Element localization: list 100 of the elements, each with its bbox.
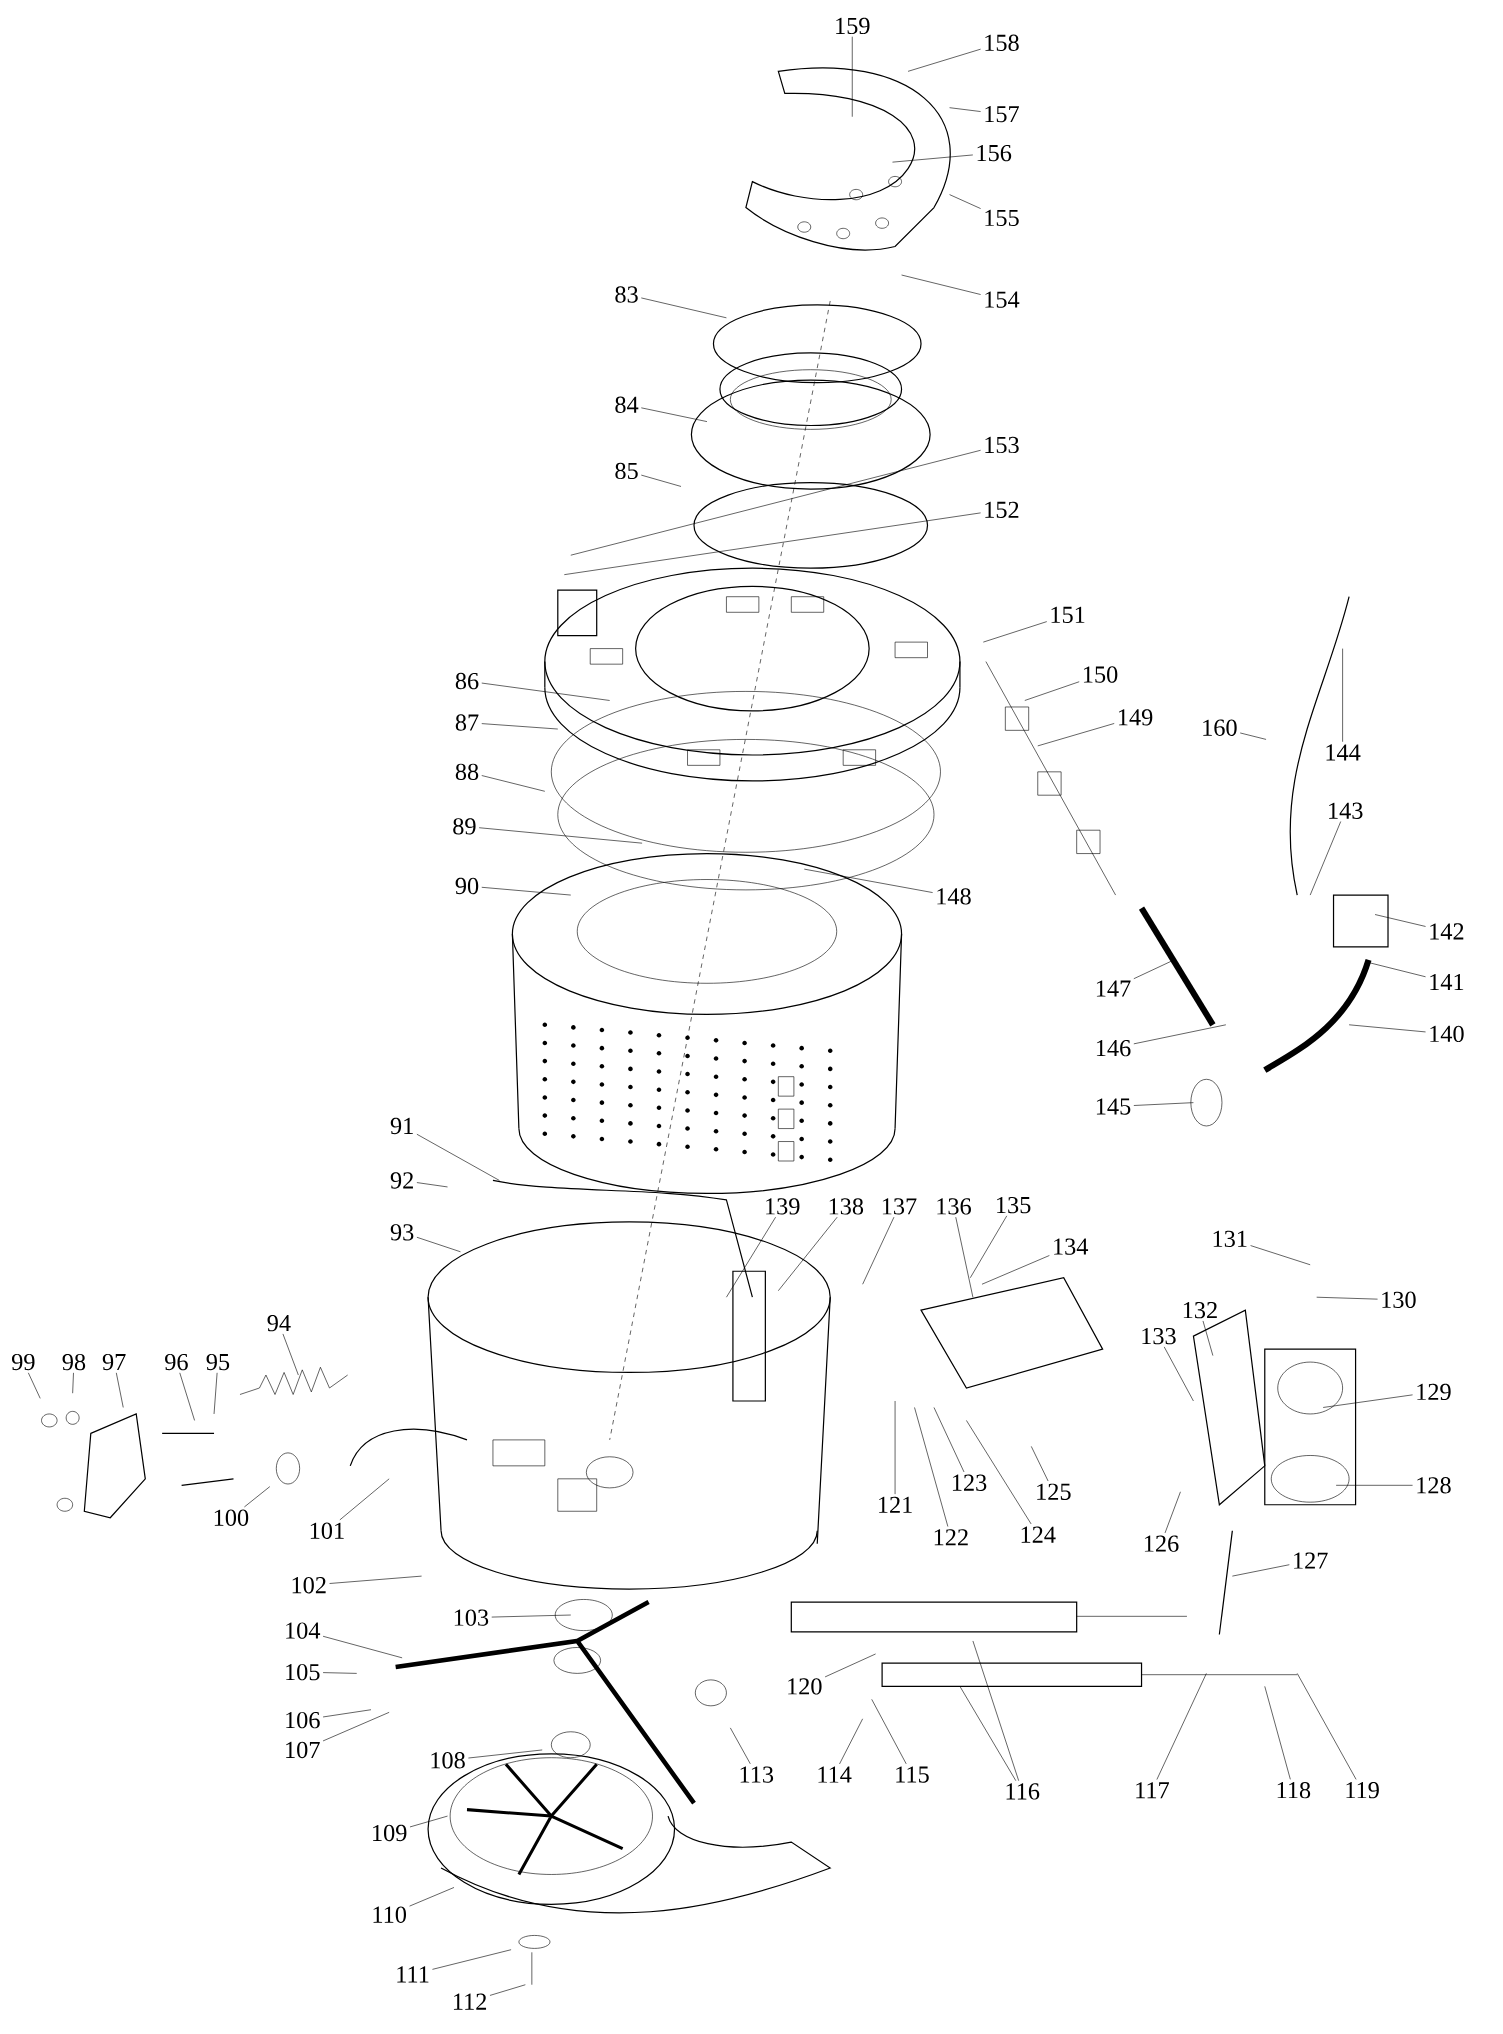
leader-line: [322, 1635, 403, 1659]
callout-number: 125: [1037, 1483, 1071, 1500]
callout-number: 137: [882, 1198, 917, 1215]
callout-number: 99: [11, 1353, 35, 1371]
leader-line: [1133, 1024, 1226, 1045]
leader-line: [243, 1486, 270, 1508]
leader-line: [409, 1815, 448, 1828]
callout-number: 151: [1051, 606, 1085, 623]
callout-number: 104: [285, 1622, 320, 1639]
callout-number: 134: [1053, 1238, 1088, 1255]
callout-number: 90: [455, 877, 478, 895]
callout-number: 109: [372, 1824, 407, 1842]
callout-number: 114: [818, 1766, 852, 1783]
leader-line: [1239, 732, 1267, 740]
leader-line: [1133, 1102, 1194, 1106]
callout-number: 128: [1417, 1477, 1451, 1494]
callout-number: 120: [787, 1678, 822, 1695]
leader-line: [489, 1984, 526, 1996]
leader-line: [339, 1478, 390, 1521]
leader-line: [729, 1727, 751, 1765]
leader-line: [1202, 1320, 1213, 1356]
leader-line: [329, 1575, 422, 1584]
leader-line: [891, 154, 973, 163]
leader-line: [972, 1640, 1019, 1781]
leader-line: [481, 775, 545, 792]
callout-number: 146: [1096, 1040, 1131, 1057]
callout-number: 97: [102, 1353, 126, 1371]
leader-line: [1264, 1686, 1291, 1780]
leader-line: [1231, 1564, 1290, 1577]
callout-number: 153: [985, 436, 1019, 454]
leader-line: [1163, 1346, 1194, 1402]
callout-number: 94: [267, 1315, 291, 1332]
leader-line: [322, 1709, 372, 1718]
callout-number: 126: [1144, 1535, 1179, 1552]
leader-line: [803, 868, 933, 893]
callout-number: 156: [977, 144, 1011, 162]
callout-number: 105: [285, 1663, 320, 1681]
callout-number: 160: [1203, 719, 1237, 736]
leader-line: [949, 107, 981, 112]
leader-line: [1037, 723, 1115, 747]
callout-number: 108: [431, 1752, 465, 1769]
leader-line: [431, 1949, 512, 1970]
leader-line: [491, 1614, 571, 1618]
callout-number: 91: [390, 1117, 413, 1135]
leader-line: [981, 1255, 1050, 1285]
callout-number: 84: [615, 396, 639, 413]
callout-number: 83: [615, 286, 638, 303]
leader-line: [1342, 648, 1343, 743]
leader-line: [1322, 1394, 1413, 1408]
leader-line: [282, 1333, 299, 1376]
callout-number: 124: [1021, 1526, 1056, 1543]
callout-number: 86: [455, 672, 479, 690]
callout-number: 107: [285, 1741, 320, 1759]
leader-line: [640, 297, 727, 319]
callout-number: 135: [996, 1196, 1031, 1214]
leader-line: [1030, 1446, 1049, 1482]
callout-number: 122: [934, 1529, 968, 1546]
leader-line: [115, 1372, 124, 1408]
callout-number: 141: [1430, 973, 1463, 990]
callout-number: 88: [455, 763, 478, 781]
leader-line: [725, 1216, 776, 1298]
callout-number: 96: [164, 1353, 188, 1371]
callout-number: 129: [1417, 1383, 1451, 1401]
leader-line: [1368, 962, 1426, 978]
leader-line: [1316, 1296, 1378, 1300]
leader-line: [640, 474, 682, 487]
leader-line: [862, 1216, 895, 1285]
callout-number: 123: [952, 1474, 987, 1491]
leader-line: [322, 1712, 390, 1742]
callout-number: 149: [1118, 709, 1153, 726]
leader-line: [1309, 821, 1341, 896]
callout-number: 140: [1430, 1025, 1464, 1043]
leader-line: [570, 449, 981, 556]
callout-number: 112: [453, 1993, 486, 2010]
leader-line: [322, 1672, 357, 1674]
leader-line: [213, 1372, 218, 1415]
leader-line: [982, 621, 1047, 643]
leader-line: [1024, 681, 1080, 701]
leader-line: [1156, 1673, 1207, 1780]
callout-number: 138: [829, 1198, 863, 1215]
callout-number: 110: [373, 1906, 406, 1923]
callout-number: 157: [985, 106, 1019, 123]
callout-number: 133: [1142, 1327, 1176, 1345]
callout-number: 139: [765, 1198, 800, 1215]
leader-line: [563, 512, 981, 575]
callout-number: 150: [1083, 666, 1118, 683]
leader-line: [481, 723, 558, 730]
leader-line: [416, 1236, 461, 1253]
callout-number: 132: [1183, 1302, 1217, 1319]
callout-number: 100: [214, 1509, 248, 1526]
callout-number: 148: [937, 888, 971, 905]
leader-line: [851, 36, 853, 118]
leader-line: [27, 1372, 41, 1399]
callout-number: 118: [1277, 1781, 1310, 1799]
callout-number: 131: [1213, 1230, 1247, 1247]
callout-number: 127: [1293, 1552, 1328, 1569]
callout-number: 116: [1006, 1783, 1040, 1800]
leader-line: [1348, 1024, 1426, 1033]
leader-line: [824, 1653, 876, 1678]
callout-number: 121: [878, 1496, 912, 1513]
